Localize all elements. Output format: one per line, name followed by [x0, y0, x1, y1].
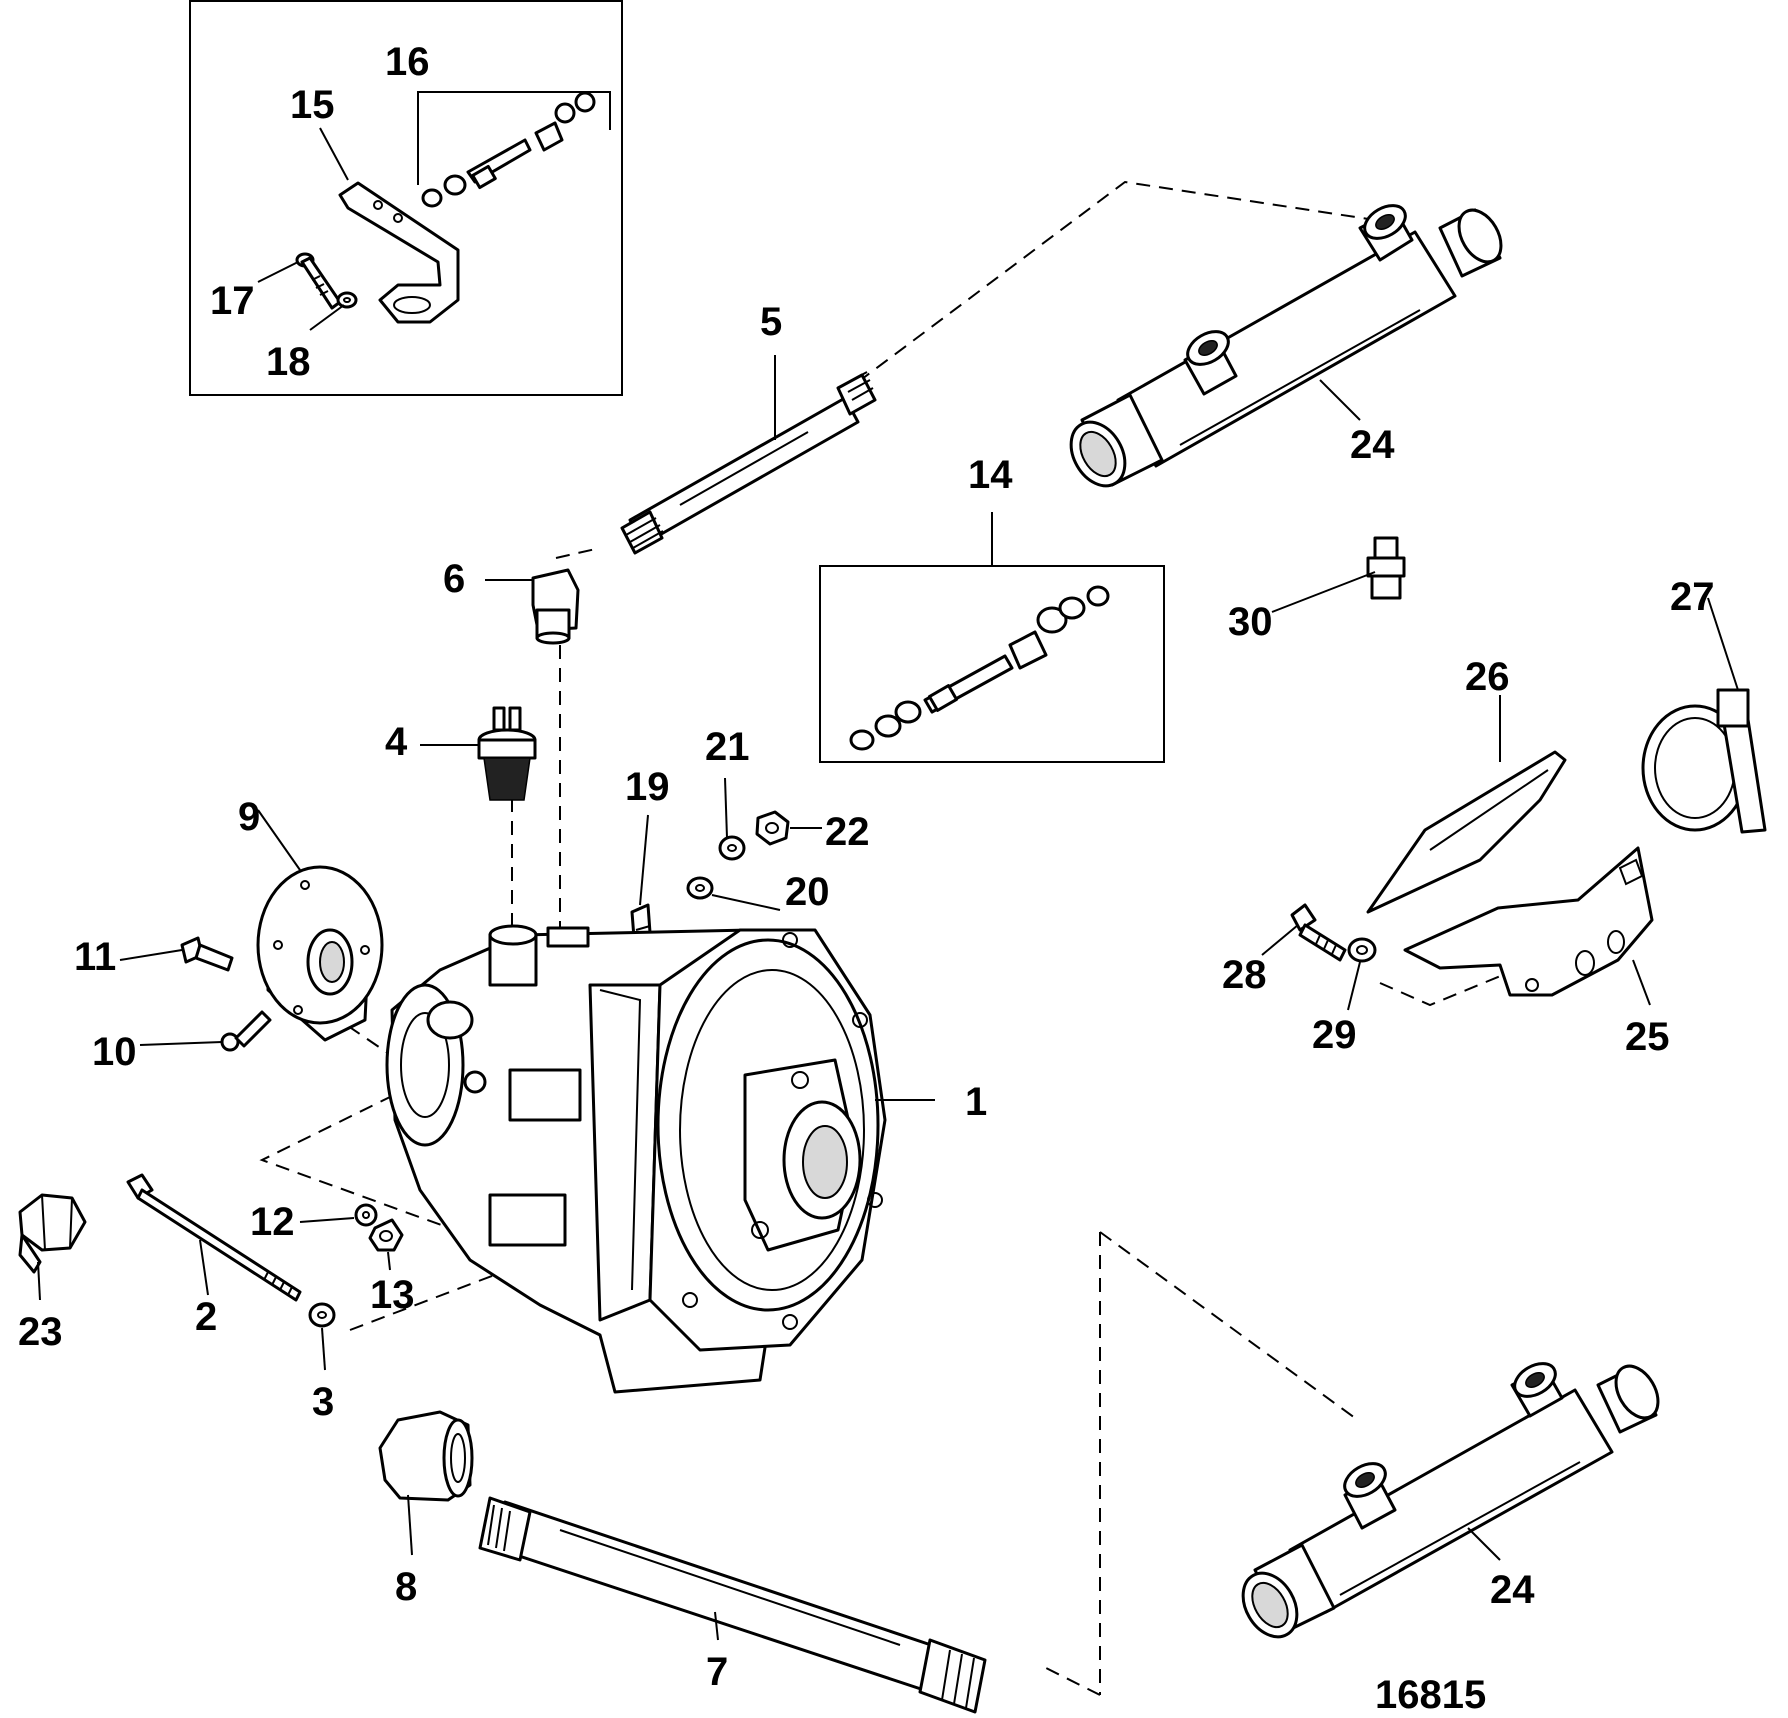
callout-24-top: 24	[1350, 423, 1395, 467]
callout-4: 4	[385, 720, 408, 764]
callout-29: 29	[1312, 1013, 1357, 1057]
washer-part-29	[1347, 937, 1377, 963]
callout-9: 9	[238, 795, 260, 839]
callout-30: 30	[1228, 600, 1273, 644]
adapter-part-23	[18, 1193, 87, 1274]
coupler-part-9	[256, 865, 384, 1042]
callout-25: 25	[1625, 1015, 1670, 1059]
callout-26: 26	[1465, 655, 1510, 699]
callout-6: 6	[443, 557, 465, 601]
callout-8: 8	[395, 1565, 417, 1609]
callout-21: 21	[705, 725, 750, 769]
hardware-kit-14	[819, 565, 1165, 763]
nut-part-22	[755, 810, 790, 846]
nut-part-13	[368, 1218, 404, 1252]
switch-part-4	[477, 706, 537, 801]
callout-23: 23	[18, 1310, 63, 1354]
bolt-part-17	[295, 252, 342, 310]
callout-10: 10	[92, 1030, 137, 1074]
callout-1: 1	[965, 1080, 987, 1124]
washer-part-20	[686, 876, 714, 900]
bracket-part-15	[338, 181, 460, 324]
inset-frame	[189, 0, 623, 396]
stud-part-2	[126, 1173, 302, 1302]
callout-13: 13	[370, 1273, 415, 1317]
callout-11: 11	[74, 935, 116, 979]
washer-part-12	[354, 1203, 378, 1227]
oil-line-part-7	[478, 1496, 987, 1714]
hardware-kit-16	[421, 91, 596, 208]
washer-part-3	[308, 1302, 336, 1328]
callout-7: 7	[706, 1650, 728, 1694]
figure-number: 16815	[1375, 1673, 1486, 1717]
callout-16: 16	[385, 40, 430, 84]
oil-cooler-part-24-bottom	[1241, 1362, 1660, 1639]
callout-2: 2	[195, 1295, 217, 1339]
callout-24-bottom: 24	[1490, 1568, 1535, 1612]
callout-20: 20	[785, 870, 830, 914]
bolt-part-28	[1290, 903, 1347, 962]
callout-3: 3	[312, 1380, 334, 1424]
hose-clamp-part-27	[1641, 688, 1767, 834]
callout-18: 18	[266, 340, 311, 384]
oil-line-part-5	[620, 371, 877, 555]
sender-part-30	[1366, 536, 1406, 600]
washer-part-18	[336, 291, 358, 309]
shield-part-26	[1366, 750, 1567, 914]
callout-14: 14	[968, 453, 1013, 497]
inset-bracket-kit: 15 16 17 18	[189, 0, 623, 396]
callout-5: 5	[760, 300, 782, 344]
oil-cooler-part-24-top	[1069, 204, 1503, 488]
bolt-part-11	[180, 936, 234, 972]
bolt-part-10	[220, 1010, 272, 1052]
callout-22: 22	[825, 810, 870, 854]
callout-12: 12	[250, 1200, 295, 1244]
washer-part-21	[718, 835, 746, 861]
bellhousing-flange	[648, 928, 887, 1352]
elbow-fitting-part-8	[378, 1410, 474, 1502]
elbow-fitting-part-6	[531, 568, 580, 645]
callout-15: 15	[290, 83, 335, 127]
callout-17: 17	[210, 279, 255, 323]
callout-27: 27	[1670, 575, 1715, 619]
bracket-part-25	[1403, 846, 1654, 997]
callout-19: 19	[625, 765, 670, 809]
callout-28: 28	[1222, 953, 1267, 997]
